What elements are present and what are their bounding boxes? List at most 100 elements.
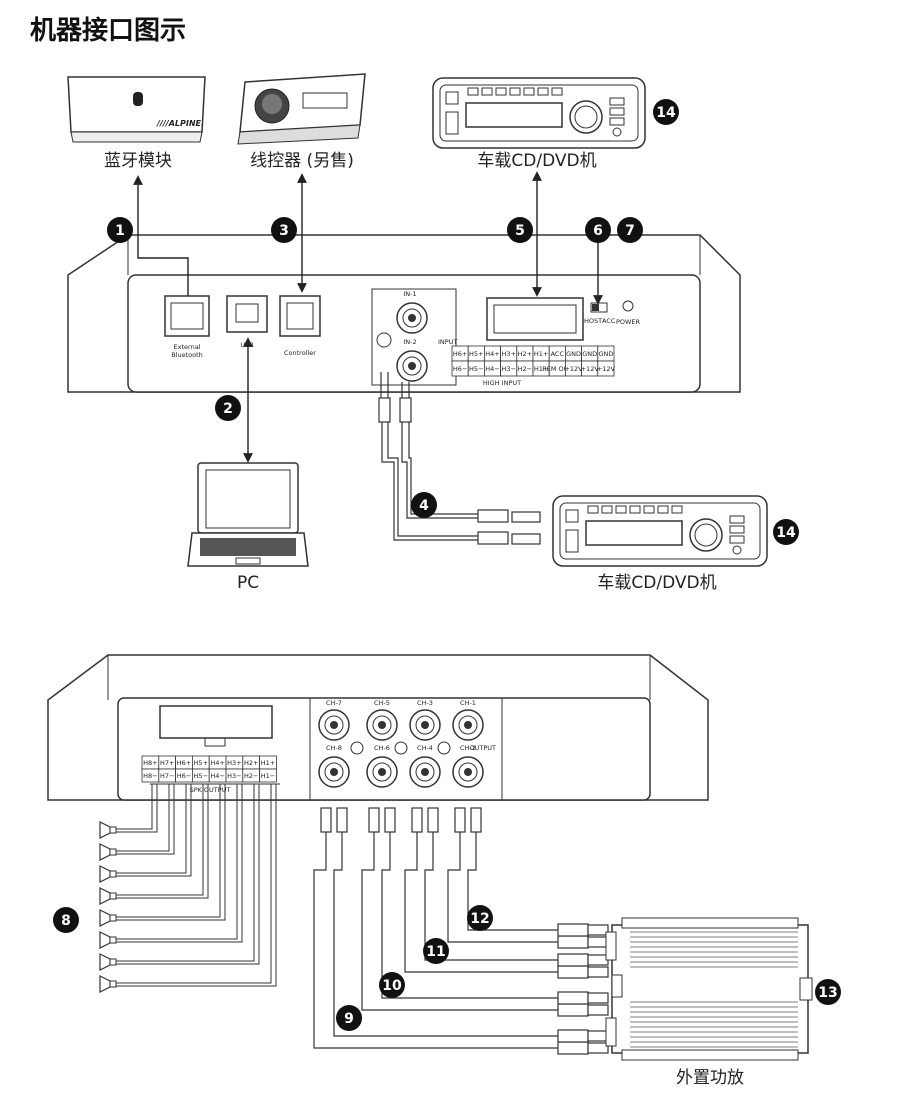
rca-output-block bbox=[309, 697, 503, 801]
in2-label: IN-2 bbox=[403, 338, 416, 346]
ch-bot-label: CH-8 bbox=[326, 744, 342, 752]
hi-cell-label: GND bbox=[598, 350, 613, 358]
rca-jack bbox=[409, 756, 441, 788]
external-bluetooth-port bbox=[164, 295, 210, 337]
spk-cell-label: H6− bbox=[177, 772, 191, 780]
callout-number: 9 bbox=[344, 1011, 354, 1027]
host-label: HOST bbox=[584, 317, 602, 325]
rca-jack bbox=[318, 756, 350, 788]
callout-badge bbox=[423, 938, 449, 964]
callout-badge bbox=[507, 217, 533, 243]
spk-cell-label: H4− bbox=[210, 772, 224, 780]
callout-badge bbox=[773, 519, 799, 545]
brand-logo: ////ALPINE. bbox=[156, 119, 204, 128]
rca-jack bbox=[452, 756, 484, 788]
power-led bbox=[622, 300, 634, 312]
rca-plug bbox=[557, 1003, 589, 1017]
speaker-wiring bbox=[99, 783, 280, 993]
power-label: POWER bbox=[616, 318, 641, 326]
in1-label: IN-1 bbox=[403, 290, 416, 298]
callout-badge bbox=[815, 979, 841, 1005]
page-title: 机器接口图示 bbox=[30, 16, 187, 46]
rca-plug bbox=[557, 965, 589, 979]
rca-jack bbox=[452, 709, 484, 741]
callout-number: 14 bbox=[776, 525, 796, 541]
callout-badge bbox=[53, 907, 79, 933]
rca-cable-input bbox=[378, 372, 541, 545]
spk-cell-label: H3+ bbox=[227, 759, 241, 767]
hi-cell-label: REM OUT bbox=[542, 365, 572, 373]
external-amplifier bbox=[605, 917, 813, 1061]
hi-cell bbox=[597, 360, 615, 377]
spk-cell-label: H8− bbox=[143, 772, 157, 780]
speaker-icon bbox=[99, 843, 111, 861]
hi-cell-label: H4− bbox=[485, 365, 499, 373]
rca-plug bbox=[557, 923, 589, 937]
hi-cell-label: H3+ bbox=[501, 350, 515, 358]
wired-controller bbox=[237, 73, 366, 145]
ch-bot-label: CH-4 bbox=[417, 744, 433, 752]
callout-number: 5 bbox=[515, 223, 525, 239]
spk-cell-label: H1+ bbox=[261, 759, 275, 767]
head-unit-mid-label: 车载CD/DVD机 bbox=[597, 573, 716, 593]
ch-top-label: CH-1 bbox=[460, 699, 476, 707]
callout-badge bbox=[585, 217, 611, 243]
callout-number: 4 bbox=[419, 498, 429, 514]
hi-cell-label: H6+ bbox=[453, 350, 467, 358]
spk-cell-label: H6+ bbox=[177, 759, 191, 767]
bluetooth-label: 蓝牙模块 bbox=[104, 151, 172, 171]
spk-cell-label: H4+ bbox=[210, 759, 224, 767]
hi-cell-label: H1− bbox=[534, 365, 548, 373]
hi-cell-label: H5− bbox=[469, 365, 483, 373]
bluetooth-module: ////ALPINE. bbox=[67, 76, 206, 143]
hi-cell-label: H5+ bbox=[469, 350, 483, 358]
callout-number: 2 bbox=[223, 401, 233, 417]
usb-port bbox=[226, 295, 268, 333]
connection-lines-top bbox=[133, 171, 603, 463]
callout-badge bbox=[107, 217, 133, 243]
rca-input-block bbox=[371, 288, 457, 386]
spk-cell-label: H2+ bbox=[244, 759, 258, 767]
callout-badge bbox=[411, 492, 437, 518]
speaker-icon bbox=[99, 821, 111, 839]
callout-number: 7 bbox=[625, 223, 635, 239]
ch-top-label: CH-3 bbox=[417, 699, 433, 707]
usb-label: USB bbox=[240, 341, 253, 349]
speaker-icon bbox=[99, 909, 111, 927]
rca-plug bbox=[557, 953, 589, 967]
ext-bt-label: External bbox=[174, 343, 201, 351]
spk-cell-label: H5+ bbox=[194, 759, 208, 767]
callout-badge bbox=[617, 217, 643, 243]
callout-number: 12 bbox=[470, 911, 489, 927]
head-unit-top bbox=[432, 77, 646, 149]
output-label: OUTPUT bbox=[470, 744, 497, 752]
spk-cell-label: H7+ bbox=[160, 759, 174, 767]
rca-jack bbox=[409, 709, 441, 741]
rca-jack bbox=[366, 756, 398, 788]
callout-badge bbox=[215, 395, 241, 421]
speaker-icon bbox=[99, 887, 111, 905]
spk-cell-label: H1− bbox=[261, 772, 275, 780]
spk-cell bbox=[259, 768, 277, 783]
high-input-label: HIGH INPUT bbox=[483, 379, 521, 387]
hi-cell-label: GND bbox=[582, 350, 597, 358]
callout-badge bbox=[467, 905, 493, 931]
spk-output-label: SPK OUTPUT bbox=[190, 786, 231, 794]
controller-port bbox=[279, 295, 321, 337]
controller-port-label: Controller bbox=[284, 349, 316, 357]
spk-cell-label: H2− bbox=[244, 772, 258, 780]
ch-top-label: CH-5 bbox=[374, 699, 390, 707]
ch-bot-label: CH-2 bbox=[460, 744, 476, 752]
controller-label: 线控器 (另售) bbox=[250, 151, 354, 171]
head-unit-connector bbox=[486, 297, 584, 341]
rca-plug bbox=[557, 1041, 589, 1055]
ext-bt-label2: Bluetooth bbox=[171, 351, 203, 359]
rca-plug bbox=[557, 1029, 589, 1043]
spk-output-terminal: H8+H7+H6+H5+H4+H3+H2+H1+H8−H7−H6−H5−H4−H… bbox=[141, 755, 277, 783]
hi-cell-label: +12V bbox=[581, 365, 600, 373]
speaker-icon bbox=[99, 975, 111, 993]
hi-cell-label: H3− bbox=[501, 365, 515, 373]
